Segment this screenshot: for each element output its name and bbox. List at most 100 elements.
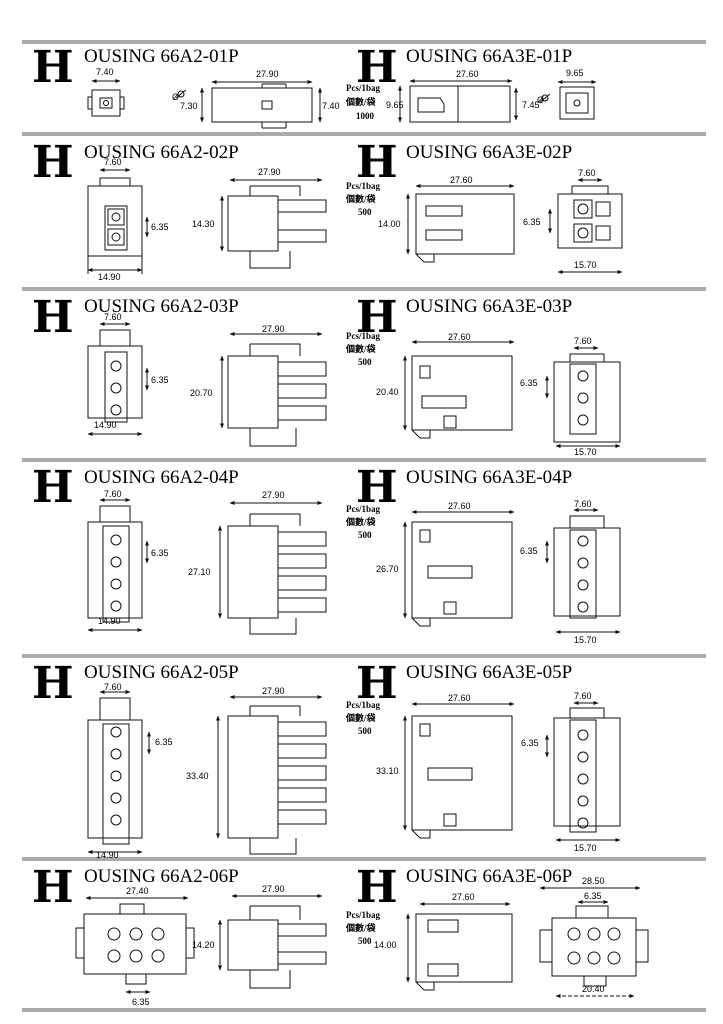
svg-text:14.90: 14.90 xyxy=(96,850,119,860)
svg-text:7.60: 7.60 xyxy=(578,168,596,178)
title-letter: H xyxy=(32,462,74,513)
svg-text:15.70: 15.70 xyxy=(574,447,597,457)
svg-text:7.40: 7.40 xyxy=(96,67,114,77)
svg-text:7.60: 7.60 xyxy=(574,499,592,509)
section-title: OUSING 66A3E-01P xyxy=(406,46,572,67)
dims-66a3e-05p: 27.60 33.10 7.60 6.35 15.70 Pcs/1bag 個數/… xyxy=(345,691,597,853)
svg-text:14.00: 14.00 xyxy=(378,219,401,229)
svg-text:20.40: 20.40 xyxy=(582,984,605,994)
title-letter: H xyxy=(356,137,398,188)
svg-text:27.90: 27.90 xyxy=(256,69,279,79)
section-title: OUSING 66A3E-02P xyxy=(406,142,572,163)
svg-text:Pcs/1bag: Pcs/1bag xyxy=(346,700,381,710)
svg-text:Ø: Ø xyxy=(172,92,179,102)
section-title: OUSING 66A2-06P xyxy=(84,866,239,887)
svg-text:28.50: 28.50 xyxy=(582,876,605,886)
svg-text:7.60: 7.60 xyxy=(104,489,122,499)
section-title: OUSING 66A2-03P xyxy=(84,296,239,317)
svg-text:27.60: 27.60 xyxy=(452,892,475,902)
section-title: OUSING 66A3E-04P xyxy=(406,467,572,488)
drawing-66a2-02p xyxy=(87,168,327,274)
svg-text:Pcs/1bag: Pcs/1bag xyxy=(346,504,381,514)
svg-text:個數/袋: 個數/袋 xyxy=(345,343,377,354)
svg-text:個數/袋: 個數/袋 xyxy=(345,922,377,933)
svg-text:27.90: 27.90 xyxy=(262,884,285,894)
dims-66a2-03p: 7.60 6.35 14.90 27.90 20.70 xyxy=(94,312,285,430)
svg-text:6.35: 6.35 xyxy=(523,217,541,227)
svg-text:6.35: 6.35 xyxy=(520,546,538,556)
svg-text:9.65: 9.65 xyxy=(386,100,404,110)
svg-text:27.90: 27.90 xyxy=(262,686,285,696)
svg-text:27.60: 27.60 xyxy=(450,175,473,185)
svg-text:Pcs/1bag: Pcs/1bag xyxy=(346,83,381,93)
svg-text:7.60: 7.60 xyxy=(574,691,592,701)
svg-text:7.30: 7.30 xyxy=(180,101,198,111)
section-title: OUSING 66A3E-03P xyxy=(406,296,572,317)
dims-66a2-04p: 7.60 6.35 14.90 27.90 27.10 xyxy=(98,489,285,626)
drawing-66a3e-02p xyxy=(406,178,623,274)
svg-text:個數/袋: 個數/袋 xyxy=(345,516,377,527)
title-letter: H xyxy=(356,42,398,93)
section-title: OUSING 66A2-05P xyxy=(84,662,239,683)
section-titles: H OUSING 66A2-01P H OUSING 66A3E-01P H O… xyxy=(32,42,572,913)
svg-text:27.90: 27.90 xyxy=(262,490,285,500)
svg-text:個數/袋: 個數/袋 xyxy=(345,193,377,204)
svg-text:7.60: 7.60 xyxy=(104,312,122,322)
dims-66a2-02p: 7.60 6.35 14.90 27.90 14.30 xyxy=(98,157,281,282)
svg-text:Pcs/1bag: Pcs/1bag xyxy=(346,331,381,341)
drawing-66a2-03p xyxy=(87,322,327,447)
svg-text:20.70: 20.70 xyxy=(190,388,213,398)
separator-lines xyxy=(22,40,706,1012)
diameter-symbols: Ø Ø xyxy=(172,92,544,105)
svg-text:6.35: 6.35 xyxy=(155,737,173,747)
svg-text:6.35: 6.35 xyxy=(151,222,169,232)
svg-text:6.35: 6.35 xyxy=(520,378,538,388)
svg-text:27.60: 27.60 xyxy=(448,693,471,703)
svg-text:1000: 1000 xyxy=(356,111,375,121)
title-letter: H xyxy=(356,292,398,343)
svg-text:27.90: 27.90 xyxy=(258,167,281,177)
svg-text:個數/袋: 個數/袋 xyxy=(345,712,377,723)
svg-text:500: 500 xyxy=(358,530,372,540)
drawing-66a3e-01p xyxy=(398,79,597,123)
svg-text:Ø: Ø xyxy=(537,95,544,105)
drawing-66a2-06p xyxy=(75,894,327,994)
title-letter: H xyxy=(32,658,74,709)
svg-text:9.65: 9.65 xyxy=(566,68,584,78)
svg-text:27.40: 27.40 xyxy=(126,886,149,896)
drawing-66a2-04p xyxy=(87,498,327,635)
svg-text:14.90: 14.90 xyxy=(98,272,121,282)
svg-text:27.60: 27.60 xyxy=(448,501,471,511)
svg-text:14.90: 14.90 xyxy=(98,616,121,626)
drawing-66a3e-05p xyxy=(403,701,621,842)
svg-text:33.10: 33.10 xyxy=(376,766,399,776)
svg-text:500: 500 xyxy=(358,357,372,367)
svg-text:7.60: 7.60 xyxy=(574,336,592,346)
svg-text:15.70: 15.70 xyxy=(574,635,597,645)
svg-text:Pcs/1bag: Pcs/1bag xyxy=(346,910,381,920)
svg-text:26.70: 26.70 xyxy=(376,564,399,574)
svg-text:20.40: 20.40 xyxy=(376,387,399,397)
svg-text:27.10: 27.10 xyxy=(188,567,211,577)
dims-66a3e-03p: 27.60 20.40 7.60 6.35 15.70 Pcs/1bag 個數/… xyxy=(345,331,597,457)
title-letter: H xyxy=(356,862,398,913)
section-title: OUSING 66A2-02P xyxy=(84,142,239,163)
section-title: OUSING 66A3E-06P xyxy=(406,866,572,887)
drawing-66a2-01p xyxy=(87,79,322,129)
svg-text:500: 500 xyxy=(358,726,372,736)
svg-text:7.45: 7.45 xyxy=(522,100,540,110)
svg-text:33.40: 33.40 xyxy=(186,771,209,781)
title-letter: H xyxy=(356,658,398,709)
drawing-66a2-05p xyxy=(87,690,327,855)
dims-66a3e-02p: 27.60 14.00 7.60 6.35 15.70 Pcs/1bag 個數/… xyxy=(345,168,597,270)
title-letter: H xyxy=(32,137,74,188)
drawing-66a3e-06p xyxy=(406,886,649,998)
svg-text:個數/袋: 個數/袋 xyxy=(345,96,377,107)
dims-66a3e-04p: 27.60 26.70 7.60 6.35 15.70 Pcs/1bag 個數/… xyxy=(345,499,597,645)
dims-66a3e-06p: 27.60 14.00 28.50 6.35 20.40 Pcs/1bag 個數… xyxy=(345,876,605,994)
dims-66a2-01p: 7.40 27.90 7.30 7.40 xyxy=(96,67,340,111)
dims-66a2-06p: 27.40 6.35 27.90 14.20 xyxy=(126,884,285,1007)
svg-text:6.35: 6.35 xyxy=(132,997,150,1007)
svg-text:6.35: 6.35 xyxy=(521,738,539,748)
